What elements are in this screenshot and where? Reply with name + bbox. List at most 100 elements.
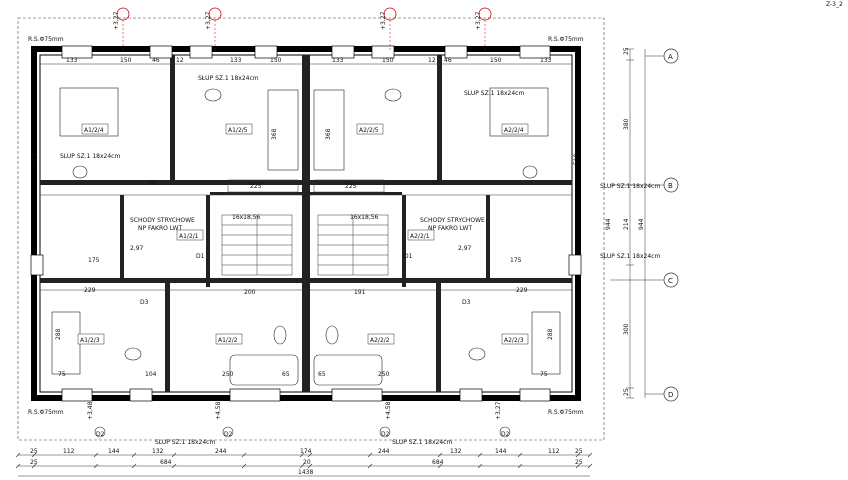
door-symbol: D2 <box>501 431 510 438</box>
dim-tick <box>241 463 247 469</box>
dim-tick <box>437 452 443 458</box>
room-label: A2/2/1 <box>410 233 430 240</box>
inner-dim: 75 <box>540 371 548 378</box>
room-label: A2/2/2 <box>370 337 390 344</box>
inner-dim: 90 <box>150 180 158 187</box>
detail-marker <box>222 426 234 438</box>
dim-bottom: 244 <box>378 448 390 455</box>
door-symbol: D2 <box>224 431 233 438</box>
axis-label: D <box>668 391 673 399</box>
outer-wall <box>31 46 581 401</box>
room-label: A2/2/3 <box>504 337 524 344</box>
toilet <box>325 325 339 345</box>
chair <box>72 165 88 179</box>
inner-dim: 75 <box>58 371 66 378</box>
wardrobe <box>531 311 561 375</box>
wall-h3 <box>40 278 302 283</box>
inner-dim: 200 <box>244 289 256 296</box>
window <box>459 388 483 402</box>
window <box>331 45 355 59</box>
elev-mark: +3,48 <box>87 401 94 420</box>
vert-dim: 944 <box>605 218 612 230</box>
dim-tick <box>31 463 37 469</box>
wall-v1 <box>170 55 175 180</box>
window <box>371 45 395 59</box>
inner-dim: 150 <box>382 57 394 64</box>
column-label: SLUP SZ.1 18x24cm <box>464 90 524 97</box>
elev-mark: +3,27 <box>113 11 120 30</box>
dim-ticks <box>15 452 593 469</box>
vert-dim: 25 <box>623 47 630 55</box>
inner-dim: 510 <box>573 153 580 165</box>
window <box>189 45 213 59</box>
window <box>568 254 582 276</box>
wall-h2 <box>310 180 572 185</box>
dim-tick <box>131 452 137 458</box>
vert-dim: 300 <box>623 323 630 335</box>
chair <box>384 88 402 102</box>
dim-tick <box>307 452 313 458</box>
wardrobe <box>267 89 299 171</box>
height-mark: 2,97 <box>130 245 144 252</box>
inner-dim: 65 <box>318 371 326 378</box>
inner-dim: 288 <box>547 328 554 340</box>
wall-v2 <box>437 55 442 180</box>
dim-tick <box>131 463 137 469</box>
inner-dim: 225 <box>250 183 262 190</box>
dim-tick <box>587 452 593 458</box>
rs-label-bl: R.S.Φ75mm <box>28 409 64 416</box>
column-label: SŁUP SZ.1 18x24cm <box>198 75 259 82</box>
room-label: A1/2/1 <box>179 233 199 240</box>
inner-dim: 133 <box>540 57 552 64</box>
elev-mark: +3,27 <box>205 11 212 30</box>
dim-bottom: 144 <box>108 448 120 455</box>
top-right-code: Z-3_2 <box>826 1 843 8</box>
column-label: SLUP SZ.1 18x24cm <box>600 253 660 260</box>
axis-label: B <box>668 182 673 190</box>
dim-tick <box>31 452 37 458</box>
door-symbol: D3 <box>140 299 149 306</box>
dim-tick <box>299 452 305 458</box>
inner-dim: 90 <box>432 180 440 187</box>
elev-mark: +4,58 <box>385 401 392 420</box>
height-mark: 2,97 <box>458 245 472 252</box>
window <box>254 45 278 59</box>
inner-dim: 225 <box>345 183 357 190</box>
rs-label-br: R.S.Φ75mm <box>548 409 584 416</box>
inner-dim: 368 <box>325 128 332 140</box>
inner-dim: 150 <box>490 57 502 64</box>
chair <box>124 347 142 361</box>
door-symbol: D1 <box>404 253 413 260</box>
vert-dim: 380 <box>623 118 630 130</box>
attic-stairs-r2: NP FAKRO LWT <box>428 225 472 232</box>
inner-dim: 150 <box>120 57 132 64</box>
stairs-label: 16x18,56 <box>350 214 379 221</box>
chair <box>204 88 222 102</box>
inner-dim: 250 <box>378 371 390 378</box>
inner-dim: 46 <box>152 57 160 64</box>
inner-dim: 229 <box>516 287 528 294</box>
wall-v4 <box>486 195 490 280</box>
vert-dim: 214 <box>623 218 630 230</box>
column-label: SLUP SZ.1 18x24cm <box>392 439 452 446</box>
dim-tick <box>15 452 21 458</box>
inner-dim: 288 <box>55 328 62 340</box>
dim-bottom: 684 <box>432 459 444 466</box>
axis-bubble <box>663 386 679 402</box>
inner-dim: 104 <box>145 371 157 378</box>
wall-v8 <box>402 195 406 287</box>
dim-tick <box>517 452 523 458</box>
window <box>229 388 281 402</box>
elev-mark: +3,27 <box>380 11 387 30</box>
dim-tick <box>575 452 581 458</box>
inner-dim: 133 <box>332 57 344 64</box>
window <box>149 45 173 59</box>
room-label: A2/2/4 <box>504 127 524 134</box>
toilet <box>273 325 287 345</box>
inner-dim: 12 <box>428 57 436 64</box>
window <box>519 388 551 402</box>
dim-tick <box>93 463 99 469</box>
bathtub <box>313 354 383 386</box>
attic-stairs-l1: SCHODY STRYCHOWE <box>130 217 195 224</box>
inner-dim: 12 <box>176 57 184 64</box>
